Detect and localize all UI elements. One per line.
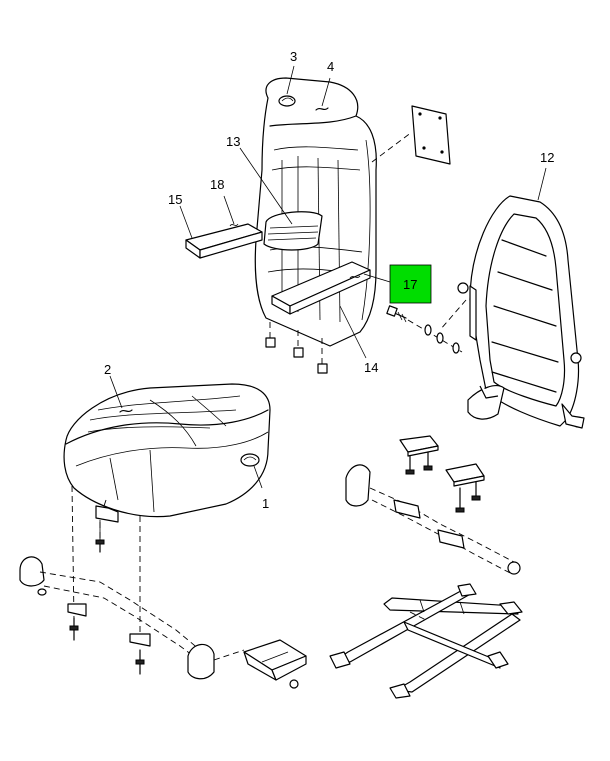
callout-3[interactable]: 3 bbox=[290, 49, 297, 64]
seat-back bbox=[254, 77, 377, 347]
left-armrest bbox=[185, 223, 263, 259]
cushion-brackets bbox=[95, 505, 119, 553]
callout-17-highlight[interactable] bbox=[389, 264, 432, 304]
seat-back-frame bbox=[457, 195, 585, 429]
callout-14[interactable]: 14 bbox=[364, 360, 378, 375]
seat-rail-left bbox=[19, 556, 307, 689]
callout-13[interactable]: 13 bbox=[226, 134, 240, 149]
callout-labels: 3 4 13 18 15 12 2 14 1 17 bbox=[104, 49, 554, 511]
callout-2[interactable]: 2 bbox=[104, 362, 111, 377]
right-armrest bbox=[271, 261, 371, 315]
seat-base-mid-right bbox=[345, 435, 521, 575]
seat-cushion bbox=[63, 383, 271, 518]
seat-slider-frame bbox=[329, 583, 523, 699]
callout-17[interactable]: 17 bbox=[403, 277, 417, 292]
callout-15[interactable]: 15 bbox=[168, 192, 182, 207]
seat-back-clips bbox=[265, 322, 328, 374]
callout-12[interactable]: 12 bbox=[540, 150, 554, 165]
adjustment-bolt bbox=[386, 299, 467, 354]
callout-18[interactable]: 18 bbox=[210, 177, 224, 192]
callout-1[interactable]: 1 bbox=[262, 496, 269, 511]
mounting-plate bbox=[371, 105, 451, 165]
callout-4[interactable]: 4 bbox=[327, 59, 334, 74]
leader-lines bbox=[109, 65, 547, 489]
cushion-mount-lines bbox=[71, 485, 141, 640]
lumbar-pad bbox=[263, 211, 323, 251]
